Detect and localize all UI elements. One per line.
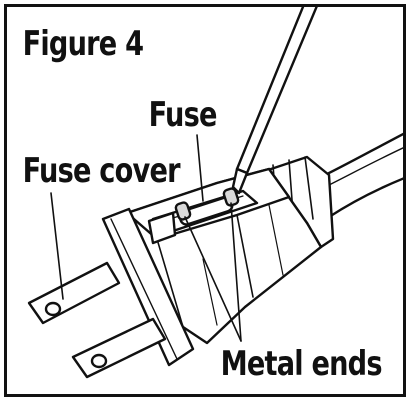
plug-prong-lower xyxy=(71,317,167,379)
leader-fuse xyxy=(196,134,204,202)
leader-metal-end-left xyxy=(184,216,242,342)
figure-title: Figure 4 xyxy=(22,24,144,64)
figure-frame: Figure 4 Fuse Fuse cover Metal ends xyxy=(4,4,406,397)
leader-metal-end-right xyxy=(230,202,242,342)
screwdriver-shaft xyxy=(235,7,318,175)
prong-hole-lower xyxy=(90,353,108,369)
plug-illustration xyxy=(27,7,403,379)
plug-prong-upper xyxy=(27,261,121,325)
plug-face-plate xyxy=(101,207,195,367)
prong-hole-upper xyxy=(44,301,62,317)
label-metal-ends: Metal ends xyxy=(219,344,384,384)
screwdriver-tip xyxy=(231,167,249,195)
label-fuse-cover: Fuse cover xyxy=(21,151,182,191)
fuse-metal-end-right xyxy=(222,187,240,207)
leader-fuse-cover xyxy=(50,192,64,300)
label-fuse: Fuse xyxy=(148,95,218,135)
power-cord xyxy=(315,132,403,219)
fuse-cover-flap xyxy=(147,211,177,245)
